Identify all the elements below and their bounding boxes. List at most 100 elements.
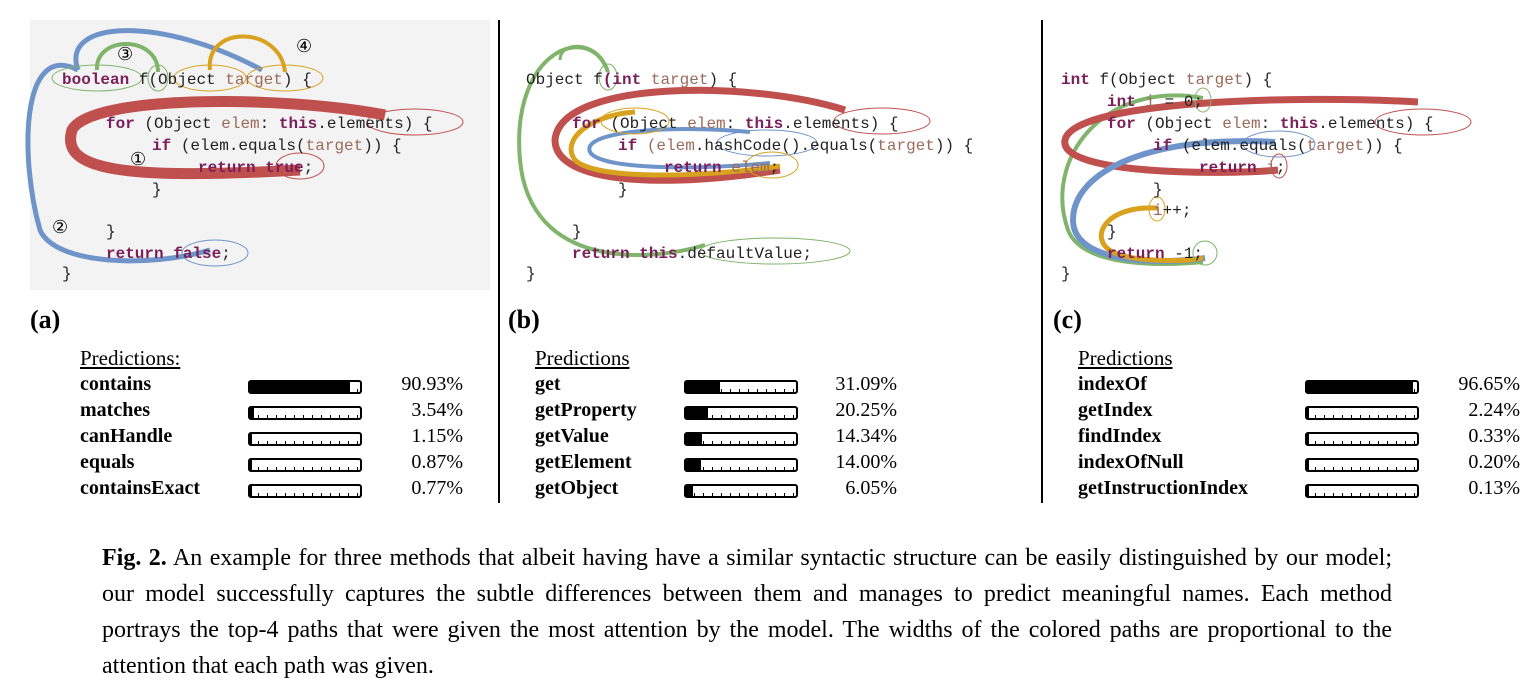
code-token: ;	[1193, 93, 1203, 111]
code-diagram-a: boolean f(Object target) { for (Object e…	[25, 28, 464, 283]
code-token: this	[279, 115, 317, 133]
code-token: for	[106, 115, 135, 133]
prediction-name: getObject	[535, 477, 619, 499]
svg-text:int f(Object target) {: int f(Object target) {	[1061, 71, 1272, 89]
code-token: ) {	[283, 71, 312, 89]
prediction-percent: 0.33%	[1468, 425, 1520, 447]
prediction-name: canHandle	[80, 425, 173, 447]
code-token: (Object	[148, 71, 215, 89]
prediction-name: getIndex	[1078, 399, 1153, 421]
token-oval	[275, 152, 325, 180]
code-token: int	[1107, 93, 1136, 111]
code-token: elem	[731, 159, 769, 177]
svg-text:boolean f(Object target) {: boolean f(Object target) {	[62, 71, 312, 89]
code-token: (elem	[647, 137, 695, 155]
svg-text:int i = 0;: int i = 0;	[1107, 93, 1203, 111]
svg-text:return true;: return true;	[198, 159, 313, 177]
prediction-bar	[248, 458, 362, 472]
svg-text:for (Object elem: this.element: for (Object elem: this.elements) {	[572, 115, 899, 133]
panel-label: (b)	[508, 305, 540, 334]
code-token: ;	[770, 159, 780, 177]
prediction-bar	[1305, 458, 1419, 472]
prediction-percent: 20.25%	[835, 399, 897, 421]
prediction-bar-fill	[1307, 382, 1414, 392]
path-yellow	[1098, 205, 1204, 263]
prediction-percent: 0.77%	[411, 477, 463, 499]
svg-text:for (Object elem: this.element: for (Object elem: this.elements) {	[106, 115, 433, 133]
prediction-bar-fill	[250, 434, 252, 444]
prediction-percent: 0.20%	[1468, 451, 1520, 473]
prediction-percent: 1.15%	[411, 425, 463, 447]
figure-caption: Fig. 2. An example for three methods tha…	[102, 540, 1392, 684]
panel-c: int f(Object target) { int i = 0; for (O…	[1043, 0, 1533, 505]
code-token: return	[106, 245, 164, 263]
code-token: .hashCode	[695, 137, 781, 155]
panel-label: (a)	[30, 305, 61, 334]
prediction-bar-fill	[1307, 434, 1309, 444]
prediction-row: canHandle 1.15%	[0, 425, 490, 451]
code-diagram-c: int f(Object target) { int i = 0; for (O…	[1060, 71, 1472, 283]
prediction-name: get	[535, 373, 561, 395]
code-token: (Object	[1145, 115, 1212, 133]
prediction-bar-fill	[250, 460, 252, 470]
code-token: this	[1280, 115, 1318, 133]
prediction-bar-fill	[250, 486, 252, 496]
code-token: elem	[221, 115, 259, 133]
code-token: .elements	[783, 115, 869, 133]
token-oval	[173, 64, 247, 92]
code-token: true	[265, 159, 303, 177]
code-token: for	[1107, 115, 1136, 133]
prediction-bar	[1305, 406, 1419, 420]
code-token: (elem.equals(	[1182, 137, 1307, 155]
path-1-red	[65, 95, 387, 180]
token-oval	[598, 63, 618, 91]
code-token: )) {	[935, 137, 973, 155]
svg-text:return elem;: return elem;	[664, 159, 779, 177]
code-token: (Object	[610, 115, 677, 133]
code-token: ;	[1193, 245, 1203, 263]
prediction-percent: 3.54%	[411, 399, 463, 421]
token-oval	[745, 151, 799, 179]
prediction-name: getValue	[535, 425, 609, 447]
prediction-bar-fill	[250, 408, 254, 418]
code-token: this	[745, 115, 783, 133]
svg-text:if (elem.equals(target)) {: if (elem.equals(target)) {	[152, 137, 402, 155]
code-token: }	[62, 265, 72, 283]
token-oval	[1374, 108, 1472, 136]
code-token: this	[639, 245, 677, 263]
code-token: target	[1186, 71, 1244, 89]
prediction-name: findIndex	[1078, 425, 1162, 447]
code-token: ;	[221, 245, 231, 263]
code-token: boolean	[62, 71, 129, 89]
token-oval	[1194, 87, 1212, 113]
prediction-bar	[1305, 432, 1419, 446]
path-yellow	[568, 109, 781, 178]
prediction-bar-fill	[250, 382, 351, 392]
code-token: :	[260, 115, 270, 133]
code-token: i	[1266, 159, 1276, 177]
predictions-title: Predictions:	[80, 346, 181, 370]
prediction-name: indexOfNull	[1078, 451, 1184, 473]
code-token: ().equals(	[781, 137, 877, 155]
token-oval	[716, 129, 818, 157]
code-token: for	[572, 115, 601, 133]
prediction-bar	[248, 380, 362, 394]
prediction-name: indexOf	[1078, 373, 1147, 395]
prediction-percent: 2.24%	[1468, 399, 1520, 421]
code-token: ) {	[708, 71, 737, 89]
code-token: }	[1153, 181, 1163, 199]
prediction-bar-fill	[686, 408, 709, 418]
path-4-yellow	[207, 34, 287, 73]
code-token: 0	[1184, 93, 1194, 111]
code-token: return	[198, 159, 256, 177]
prediction-row: get 31.09%	[500, 373, 990, 399]
prediction-bar	[684, 432, 798, 446]
code-token: :	[726, 115, 736, 133]
prediction-percent: 31.09%	[835, 373, 897, 395]
code-token: ) {	[404, 115, 433, 133]
path-3-green	[94, 42, 160, 73]
